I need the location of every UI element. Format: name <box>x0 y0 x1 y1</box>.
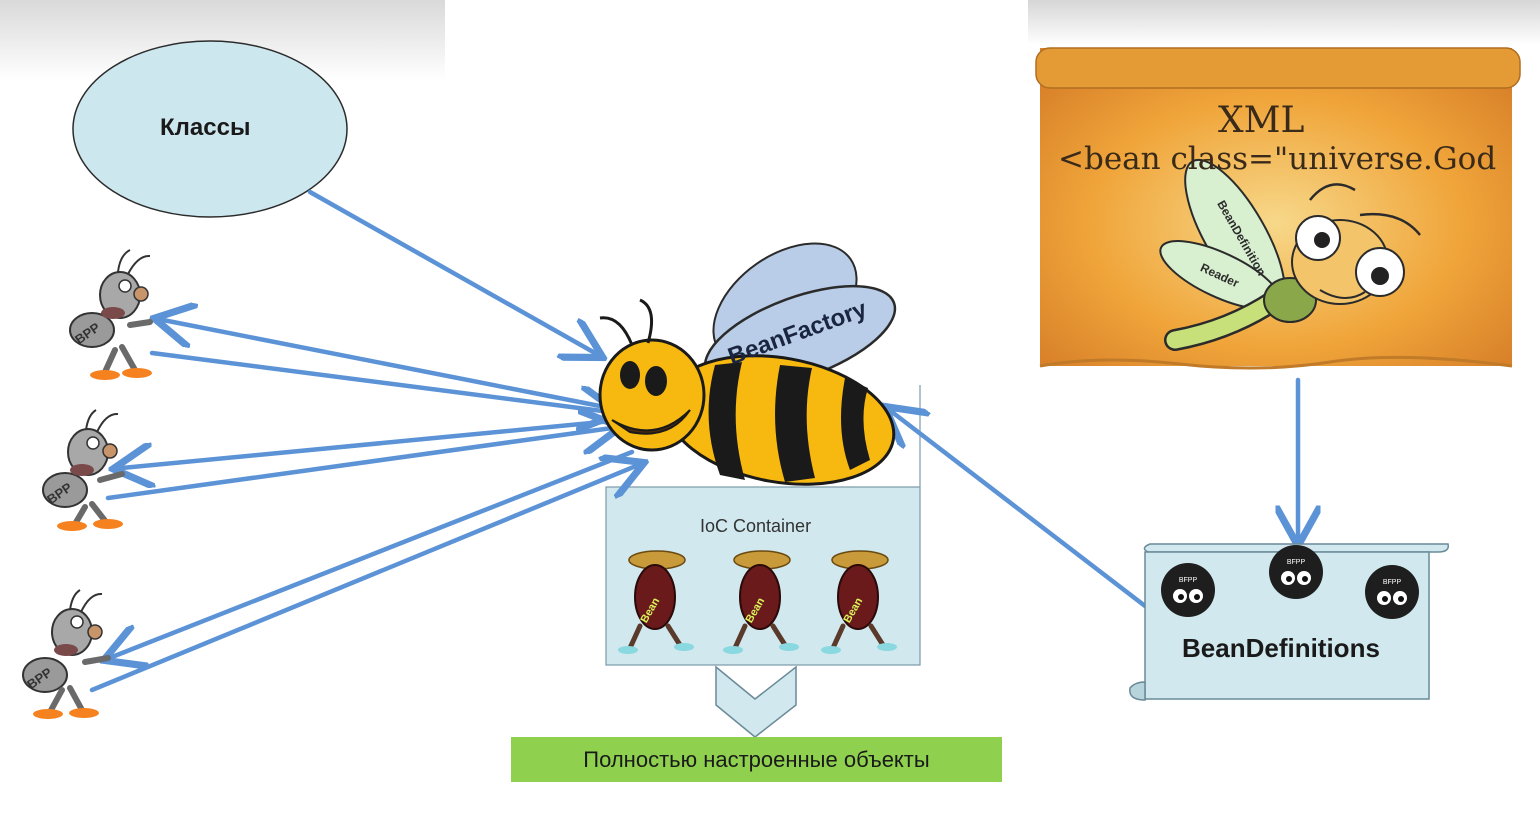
bfpp-label: BFPP <box>1179 577 1198 584</box>
classes-label: Классы <box>160 114 251 141</box>
arrow-bee-to-ant3 <box>112 449 635 657</box>
header-shadow-right <box>1028 0 1540 45</box>
arrow-beandefs-to-bee <box>892 412 1148 609</box>
arrow-ant2-to-bee <box>105 428 612 501</box>
bean-definitions-scroll <box>1129 543 1450 701</box>
bfpp-label: BFPP <box>1383 579 1402 586</box>
arrow-ant1-to-bee <box>149 350 610 412</box>
bee-beanfactory <box>598 242 897 486</box>
bean-runner <box>723 550 799 654</box>
bean-definitions-label: BeanDefinitions <box>1182 633 1380 663</box>
ant-bpp-1 <box>69 249 153 380</box>
arrow-ant3-to-bee <box>89 466 636 693</box>
bfpp-label: BFPP <box>1287 559 1306 566</box>
ant-bpp-3 <box>22 589 111 719</box>
arrows <box>89 189 1298 693</box>
ant-bpp-2 <box>42 409 125 531</box>
arrow-classes-to-bee <box>307 189 595 353</box>
xml-code-snippet: <bean class="universe.God <box>1058 141 1497 177</box>
result-label: Полностью настроенные объекты <box>583 746 930 772</box>
bean-runner <box>821 550 897 654</box>
xml-title: XML <box>1218 100 1305 141</box>
xml-scroll <box>1035 47 1521 370</box>
dragonfly-reader <box>1159 158 1421 351</box>
ioc-container-label: IoC Container <box>700 516 812 536</box>
bean-runners <box>618 550 897 654</box>
arrow-bee-to-ant2 <box>122 418 615 468</box>
arrow-bee-to-ant1 <box>163 320 613 411</box>
classes-ellipse <box>72 40 348 218</box>
bean-runner <box>618 550 694 654</box>
down-chevron-arrow <box>715 665 797 738</box>
result-box: Полностью настроенные объекты <box>511 737 1002 782</box>
